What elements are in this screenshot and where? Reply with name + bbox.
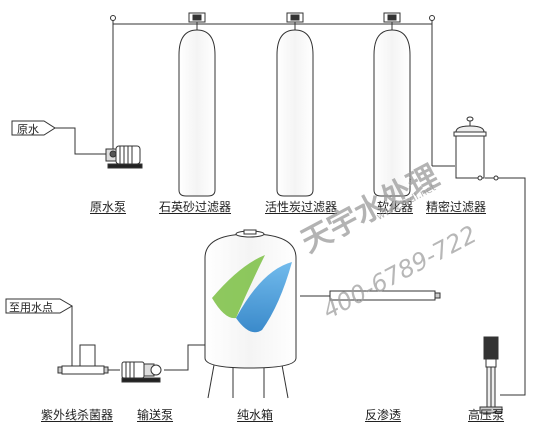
activated-carbon-filter-tank xyxy=(276,29,314,197)
carbon-valve xyxy=(286,12,304,30)
small-fittings xyxy=(110,15,435,24)
pipelines xyxy=(55,23,526,396)
use-point-output-label: 至用水点 xyxy=(9,301,53,314)
precision-filter xyxy=(453,116,499,181)
quartz-valve xyxy=(188,12,206,30)
tank-to-delivery-pump-pipe xyxy=(164,344,205,371)
reverse-osmosis-label: 反渗透 xyxy=(365,408,402,422)
softener-tank xyxy=(373,29,411,197)
raw-water-inlet-pipe xyxy=(55,127,108,155)
softener-valve xyxy=(383,12,401,30)
softener-label: 软化器 xyxy=(377,200,414,214)
reverse-osmosis-membrane xyxy=(329,290,441,301)
watermark-logo-icon xyxy=(212,255,292,333)
quartz-sand-filter-label: 石英砂过滤器 xyxy=(159,200,232,214)
activated-carbon-filter-label: 活性炭过滤器 xyxy=(265,200,338,214)
raw-water-pump xyxy=(105,145,143,169)
high-pressure-pump-label: 高压泵 xyxy=(468,408,505,422)
delivery-pump xyxy=(121,361,162,383)
use-point-flag xyxy=(5,298,73,314)
raw-water-flag xyxy=(11,120,56,136)
uv-sterilizer xyxy=(57,365,109,375)
tank-valves xyxy=(188,12,401,30)
uv-sterilizer-label: 紫外线杀菌器 xyxy=(41,408,114,422)
quartz-sand-filter-tank xyxy=(178,29,216,197)
high-pressure-pump xyxy=(479,336,503,414)
precision-filter-label: 精密过滤器 xyxy=(426,200,487,214)
pure-water-tank-label: 纯水箱 xyxy=(237,408,274,422)
high-pressure-feed-pipe xyxy=(485,177,526,396)
raw-water-pump-label: 原水泵 xyxy=(90,200,127,214)
raw-water-input-label: 原水 xyxy=(17,123,39,136)
delivery-pump-label: 输送泵 xyxy=(137,408,174,422)
